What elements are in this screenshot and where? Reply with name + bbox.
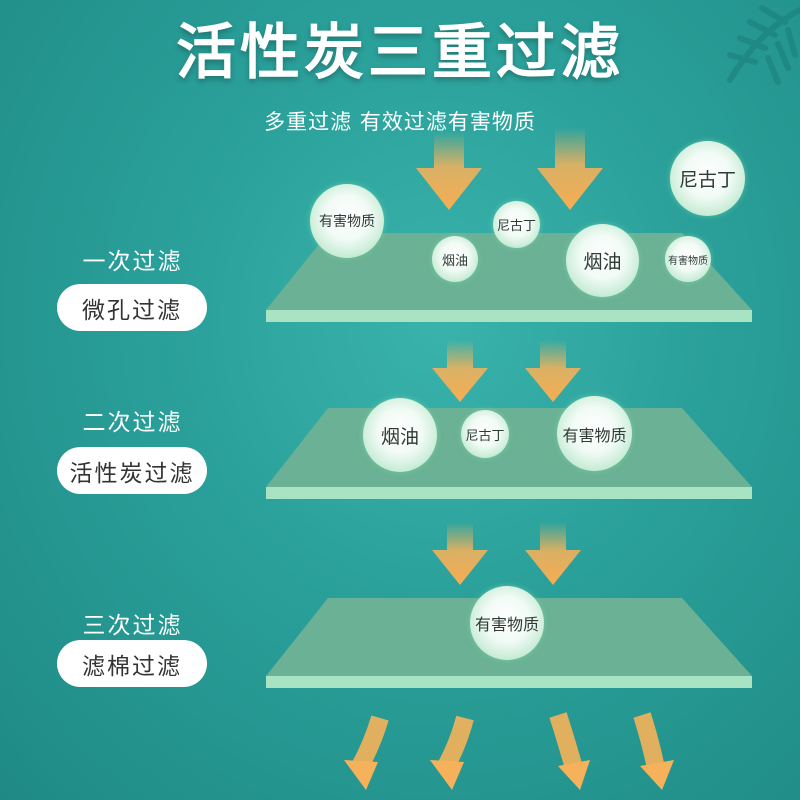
outflow-arrow-icon [344, 715, 389, 790]
leaf-decoration-icon [727, 5, 800, 85]
particle-nicotine: 尼古丁 [493, 201, 540, 248]
particle-harmful: 有害物质 [310, 184, 384, 258]
particle-tar: 烟油 [566, 224, 639, 297]
inflow-arrow-icon [537, 128, 603, 210]
flow-arrow-icon [432, 340, 488, 402]
particle-harmful: 有害物质 [557, 396, 632, 471]
particle-nicotine: 尼古丁 [670, 141, 745, 216]
flow-arrow-icon [432, 522, 488, 585]
outflow-arrow-icon [549, 712, 590, 790]
stage-1-label: 一次过滤 [82, 249, 183, 275]
particle-tar: 烟油 [363, 398, 437, 472]
particle-harmful: 有害物质 [665, 236, 711, 282]
particle-nicotine: 尼古丁 [461, 410, 509, 458]
outflow-arrow-icon [633, 712, 674, 790]
flow-arrow-icon [525, 522, 581, 585]
inflow-arrow-icon [416, 132, 482, 210]
stage-2-label: 二次过滤 [82, 410, 183, 436]
flow-arrow-icon [525, 340, 581, 402]
page-subtitle: 多重过滤 有效过滤有害物质 [264, 110, 536, 134]
stage-2-method-pill: 活性炭过滤 [57, 447, 207, 494]
particle-harmful: 有害物质 [470, 586, 544, 660]
filter-layer-2 [266, 408, 752, 499]
page-title: 活性炭三重过滤 [176, 18, 624, 88]
stage-3-method-pill: 滤棉过滤 [57, 640, 207, 687]
outflow-arrow-icon [430, 715, 474, 790]
stage-3-label: 三次过滤 [82, 613, 183, 639]
particle-tar: 烟油 [432, 236, 478, 282]
stage-1-method-pill: 微孔过滤 [57, 284, 207, 331]
